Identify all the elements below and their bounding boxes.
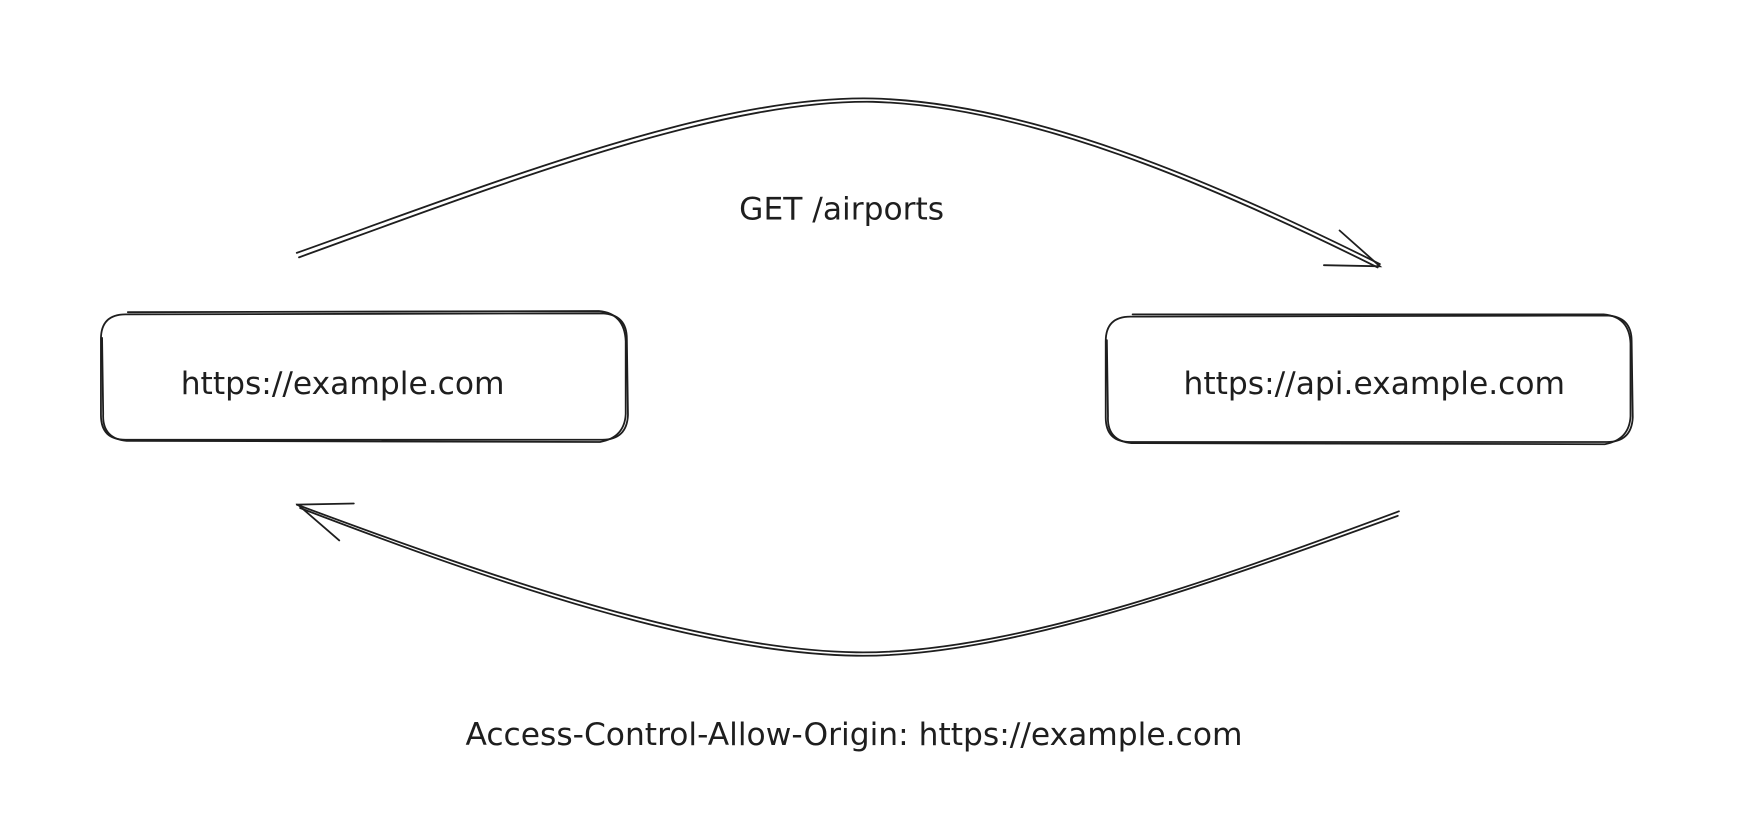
client-label: https://example.com — [181, 366, 505, 402]
response-label: Access-Control-Allow-Origin: https://exa… — [465, 717, 1242, 753]
request-arrow: GET /airports — [295, 97, 1383, 269]
server-node: https://api.example.com — [1104, 313, 1634, 446]
response-arrow: Access-Control-Allow-Origin: https://exa… — [295, 502, 1400, 753]
client-node: https://example.com — [100, 310, 629, 443]
server-label: https://api.example.com — [1183, 366, 1565, 402]
request-label: GET /airports — [739, 191, 944, 227]
